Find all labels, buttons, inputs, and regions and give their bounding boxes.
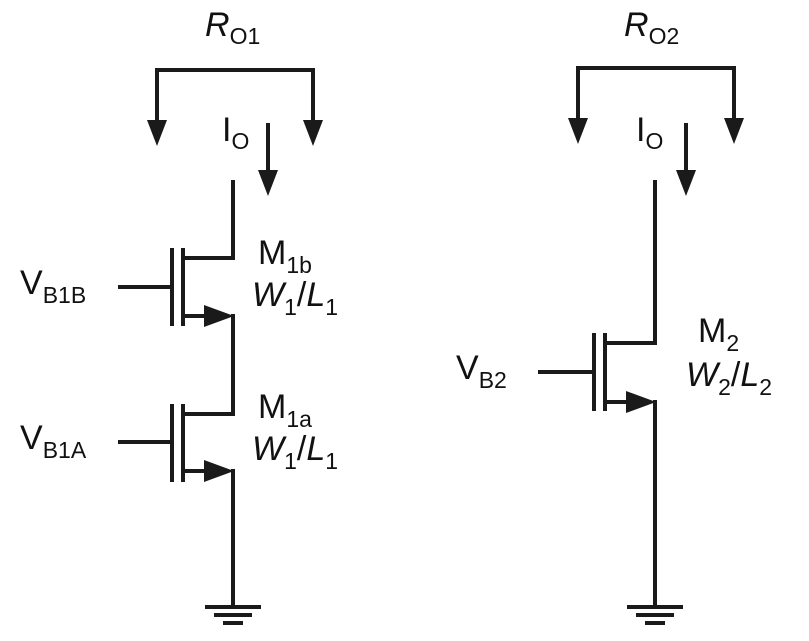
- left-bracket-arrow-down-icon: [147, 120, 167, 146]
- right-bracket-arrow-down-icon: [724, 118, 744, 144]
- m1a-size-label: W1/L1: [252, 430, 338, 474]
- transistor-m2: [538, 333, 657, 605]
- left-current-label: IO: [222, 111, 249, 154]
- left-circuit: RO1 IO VB1B M1b W1/L1: [20, 6, 338, 625]
- transistor-m1a: [118, 404, 235, 605]
- left-current-arrow-down-icon: [258, 170, 278, 196]
- right-ground-icon: [627, 605, 683, 625]
- right-bracket-arrow-down-icon: [568, 118, 588, 144]
- m2-name-label: M2: [698, 312, 739, 356]
- left-resistance-bracket: [155, 68, 315, 122]
- m2-source-arrow-icon: [626, 391, 656, 413]
- m1b-source-arrow-icon: [204, 305, 234, 327]
- m1a-gate-label: VB1A: [20, 419, 87, 463]
- m1b-size-label: W1/L1: [252, 276, 338, 320]
- m1b-name-label: M1b: [258, 234, 312, 278]
- right-current-arrow-down-icon: [676, 170, 696, 196]
- right-current-label: IO: [636, 111, 663, 154]
- left-resistance-label: RO1: [205, 6, 260, 49]
- m1a-source-arrow-icon: [204, 460, 234, 482]
- right-resistance-label: RO2: [624, 6, 679, 49]
- right-circuit: RO2 IO VB2 M2 W2/L2: [456, 6, 772, 625]
- left-bracket-arrow-down-icon: [303, 120, 323, 146]
- m1b-gate-label: VB1B: [20, 264, 86, 308]
- m2-size-label: W2/L2: [686, 356, 772, 400]
- transistor-m1b: [118, 248, 235, 415]
- left-ground-icon: [205, 605, 261, 625]
- m2-gate-label: VB2: [456, 349, 507, 393]
- right-resistance-bracket: [576, 66, 736, 120]
- m1a-name-label: M1a: [258, 388, 312, 432]
